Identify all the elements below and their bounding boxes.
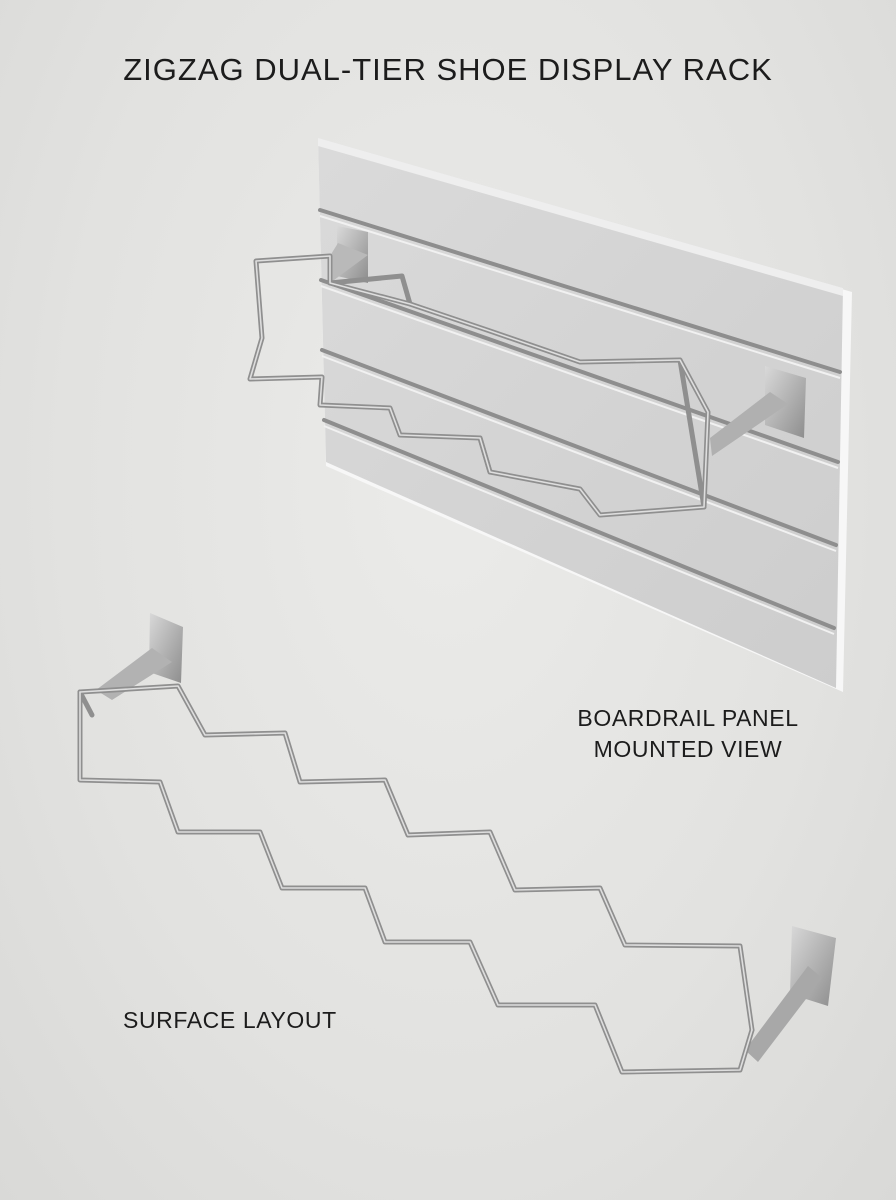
surface-rack-wire <box>77 683 755 1075</box>
mounted-bracket-left <box>330 226 368 283</box>
mounted-view-label-line1: BOARDRAIL PANEL <box>577 705 799 731</box>
mounted-view-label-line2: MOUNTED VIEW <box>593 736 783 762</box>
page-title: ZIGZAG DUAL-TIER SHOE DISPLAY RACK <box>123 52 773 87</box>
slatwall-panel <box>318 138 852 692</box>
mounted-bracket-right <box>710 366 806 456</box>
mounted-rack-wire <box>247 253 711 518</box>
panel-grooves <box>318 208 842 630</box>
surface-bracket-right <box>745 926 836 1062</box>
surface-bracket-left <box>96 613 183 700</box>
mounted-view-label: BOARDRAIL PANEL MOUNTED VIEW <box>557 703 819 765</box>
surface-layout-label: SURFACE LAYOUT <box>123 1007 337 1033</box>
